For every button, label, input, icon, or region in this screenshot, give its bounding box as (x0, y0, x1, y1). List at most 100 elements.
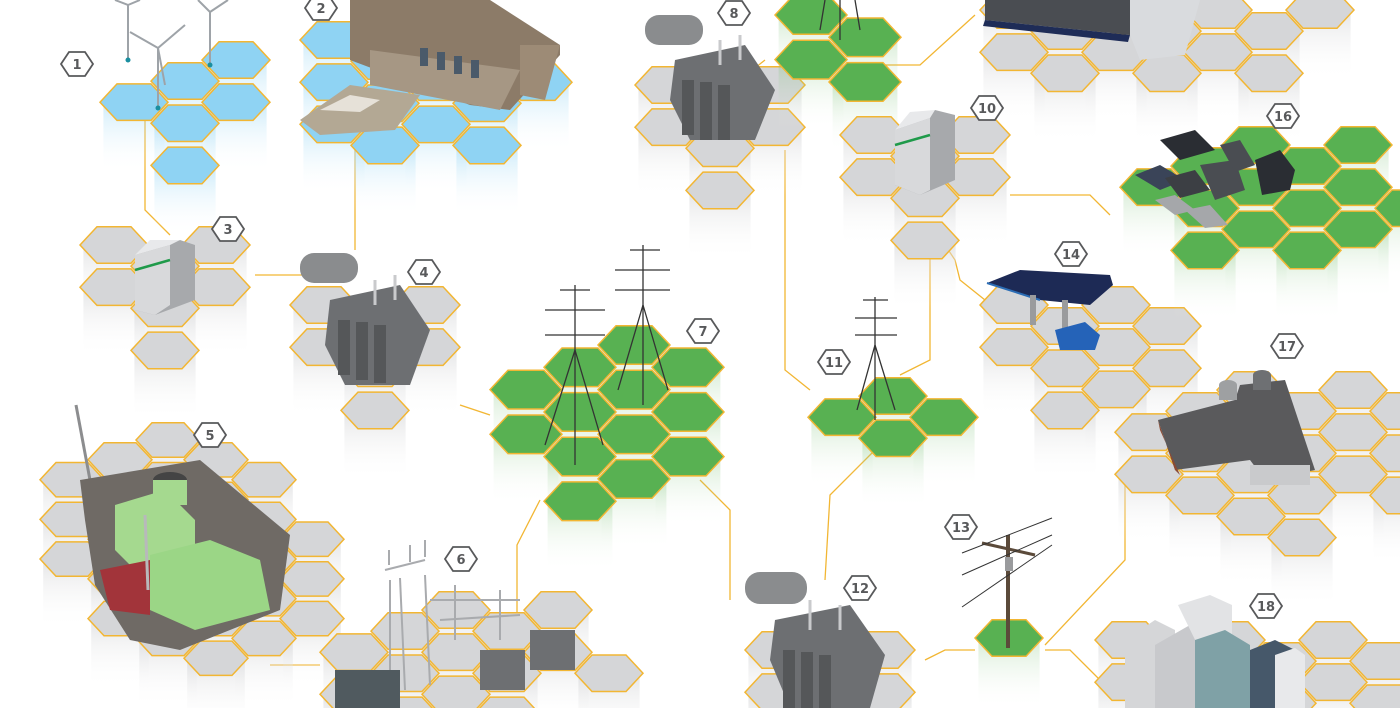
hex-tile (1029, 54, 1101, 93)
hex-tile (1266, 518, 1338, 557)
hex-tile (98, 83, 170, 122)
hex-tile (596, 458, 672, 499)
hex-tile (182, 640, 250, 677)
hex-tile (684, 171, 756, 210)
transmission-towers-icon (544, 245, 670, 465)
hexagon-badge-icon (303, 0, 339, 21)
power-transformer-icon (645, 15, 775, 140)
hex-tile (827, 61, 903, 103)
node-number-label: 10 (978, 102, 996, 117)
hex-cluster-10 (838, 115, 1012, 311)
hex-tile (773, 0, 849, 36)
hexagon-badge-icon (969, 95, 1005, 121)
hexagon-badge-icon (1248, 593, 1284, 619)
hex-tile (1169, 231, 1241, 270)
transmission-tower-icon (855, 297, 897, 420)
hex-tile (573, 654, 645, 693)
hex-tile (1317, 413, 1389, 452)
hex-tile (542, 436, 618, 477)
hex-tile (806, 398, 878, 437)
utility-pole-icon (961, 517, 1053, 648)
node-number-label: 13 (952, 521, 970, 536)
node-badge-1: 1 (59, 51, 95, 77)
node-badge-12: 12 (842, 575, 878, 601)
node-number-label: 17 (1278, 340, 1296, 355)
power-transformer-icon (300, 253, 430, 385)
nuclear-power-plant-icon (74, 404, 290, 650)
hex-tile (339, 391, 411, 430)
hex-cluster-1 (98, 40, 272, 236)
node-badge-8: 8 (716, 0, 752, 26)
hex-tile (1284, 0, 1356, 30)
hex-tile (1215, 497, 1287, 536)
hexagon-badge-icon (1053, 241, 1089, 267)
hex-tile (1368, 434, 1400, 473)
node-badge-10: 10 (969, 95, 1005, 121)
node-number-label: 2 (316, 2, 325, 17)
hex-tile (451, 126, 523, 165)
hex-tile (488, 369, 564, 410)
power-transformer-icon (745, 572, 885, 708)
node-badge-14: 14 (1053, 241, 1089, 267)
hex-cluster-11 (806, 377, 980, 509)
hex-tile (230, 620, 298, 657)
hex-tile (200, 40, 272, 80)
switchgear-cabinet-icon (134, 240, 195, 315)
hex-tile (650, 347, 726, 388)
hexagon-badge-icon (1265, 103, 1301, 129)
hex-tile (838, 115, 910, 155)
node-badge-6: 6 (443, 546, 479, 572)
hex-tile (857, 419, 929, 458)
node-badge-16: 16 (1265, 103, 1301, 129)
hex-tile (1373, 189, 1400, 228)
hex-tile (1317, 370, 1389, 410)
node-badge-7: 7 (685, 318, 721, 344)
node-number-label: 4 (419, 266, 428, 281)
hexagon-badge-icon (685, 318, 721, 344)
hex-tile (542, 481, 618, 522)
hex-tile (149, 104, 221, 143)
hex-tile (1233, 12, 1305, 51)
hex-tile (1131, 349, 1203, 388)
node-number-label: 8 (729, 7, 738, 22)
node-badge-18: 18 (1248, 593, 1284, 619)
hexagon-badge-icon (59, 51, 95, 77)
hex-tile (129, 331, 201, 370)
hex-tile (1029, 391, 1101, 430)
node-number-label: 11 (825, 356, 843, 371)
hex-cluster-7 (488, 324, 726, 572)
hex-tile (827, 17, 903, 58)
hexagon-badge-icon (210, 216, 246, 242)
hex-cluster-16 (1118, 125, 1400, 321)
node-number-label: 5 (205, 429, 214, 444)
hex-tile (1266, 476, 1338, 515)
hex-tile (78, 268, 150, 307)
node-badge-5: 5 (192, 422, 228, 448)
hex-tile (1322, 125, 1394, 165)
wind-turbines-icon (114, 0, 229, 111)
residential-houses-icon (1135, 130, 1295, 228)
hexagon-badge-icon (716, 0, 752, 26)
node-number-label: 16 (1274, 110, 1292, 125)
hex-tile (978, 33, 1050, 72)
hex-tile (650, 391, 726, 433)
node-number-label: 7 (698, 325, 707, 340)
hex-tile (1368, 392, 1400, 431)
hex-cluster-9 (773, 0, 903, 152)
hex-tile (1271, 231, 1343, 270)
hex-tile (838, 158, 910, 197)
hex-tile (134, 422, 202, 458)
hex-tile (471, 612, 543, 651)
hex-tile (596, 414, 672, 455)
node-badge-3: 3 (210, 216, 246, 242)
hex-tile (38, 541, 106, 577)
substation-icon (335, 540, 575, 708)
hexagon-badge-icon (443, 546, 479, 572)
hex-tile (1317, 455, 1389, 494)
hex-cluster-15 (978, 0, 1356, 144)
hex-tile (1164, 476, 1236, 515)
hex-tile (1220, 210, 1292, 249)
